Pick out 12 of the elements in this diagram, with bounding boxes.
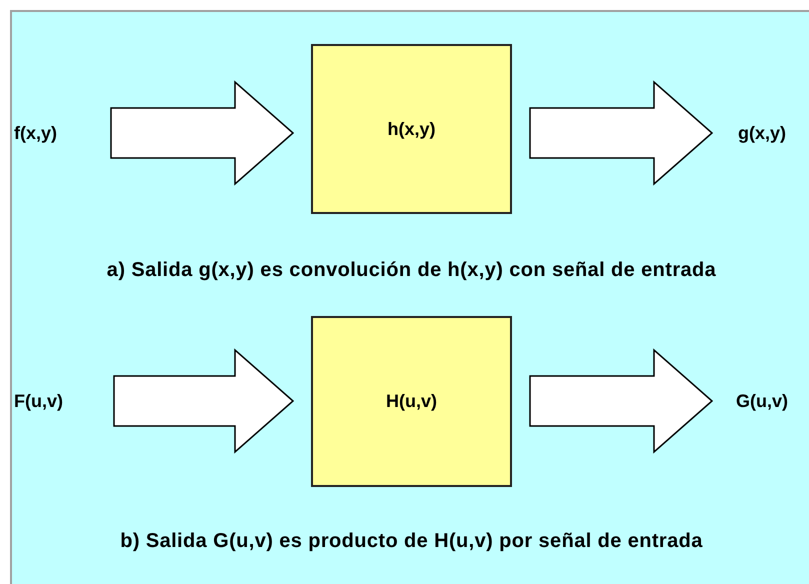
signal-label: g(x,y) [738,119,806,147]
block-arrow [110,80,294,186]
system-block: h(x,y) [311,44,512,214]
block-arrow [529,348,714,454]
system-block: H(u,v) [311,316,512,487]
block-arrow [113,348,294,454]
signal-label: f(x,y) [14,119,80,147]
caption: a) Salida g(x,y) es convolución de h(x,y) con señal de entrada [106,258,718,283]
signal-label: G(u,v) [736,387,806,415]
caption: b) Salida G(u,v) es producto de H(u,v) por señal de entrada [119,529,704,554]
signal-label: F(u,v) [14,387,86,415]
block-arrow [529,80,714,186]
